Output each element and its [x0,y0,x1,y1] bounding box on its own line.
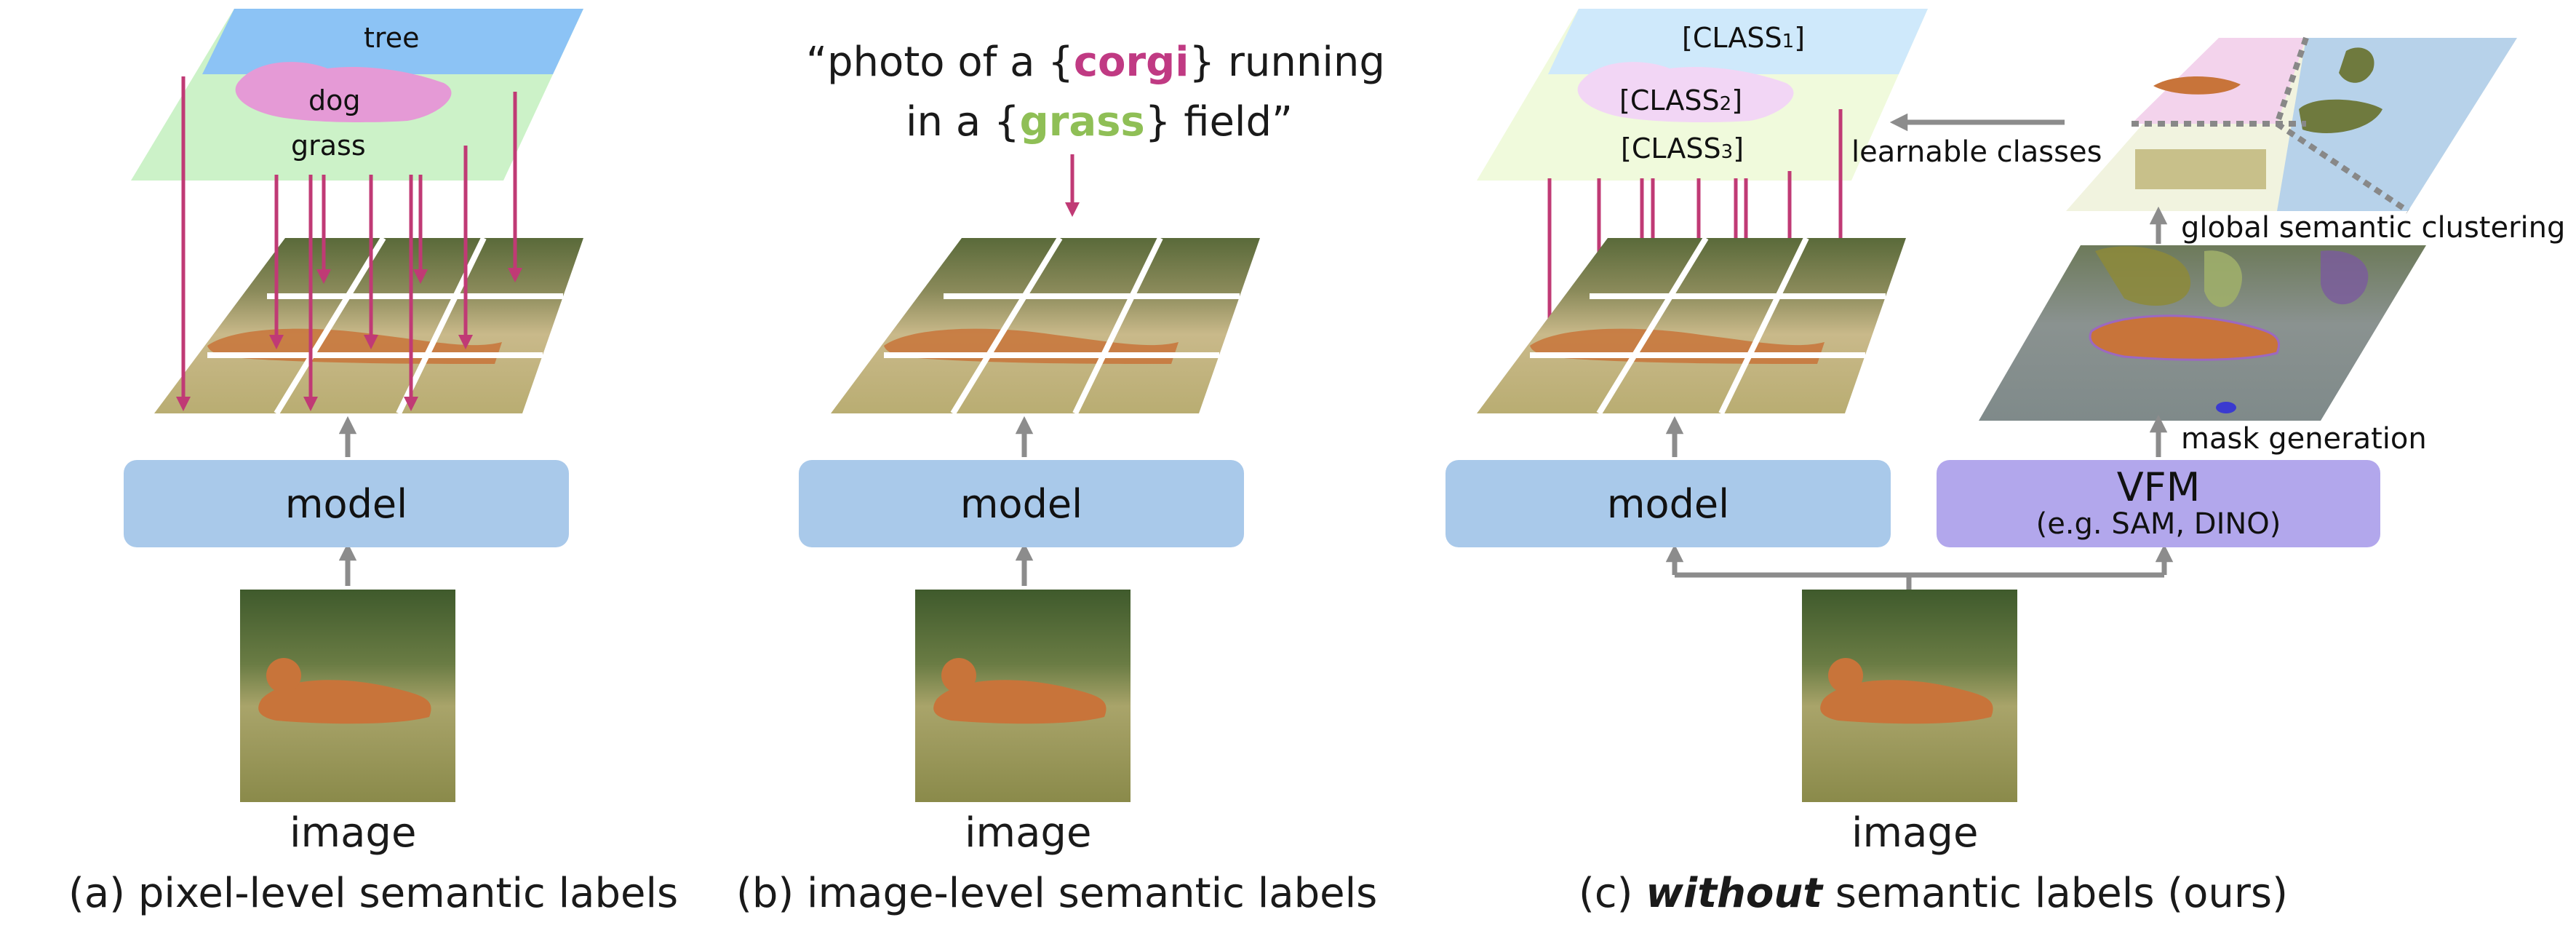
class-label-1: [CLASS1] [1682,22,1805,54]
model-label-b: model [960,480,1083,527]
cluster-plane [2066,36,2517,214]
pixel-label-arrows [176,76,522,411]
class-bracket: ] [1733,132,1744,164]
mask-generation-label: mask generation [2181,422,2427,456]
plane-label-grass: grass [291,130,366,162]
class-text: [CLASS [1621,132,1721,164]
class-bracket: ] [1794,22,1806,54]
input-image-c [1802,590,2017,802]
panel-c [1477,9,2517,802]
caption-part: (c) [1579,870,1646,917]
class-label-2: [CLASS2] [1619,84,1742,116]
class-plane [1477,9,1928,181]
model-box-c: model [1445,460,1891,547]
caption-b: (b) image-level semantic labels [736,870,1378,917]
mask-plane [1979,245,2426,421]
class-bracket: ] [1731,84,1743,116]
prompt-word-grass: grass [1019,98,1145,146]
model-label-a: model [284,480,408,527]
model-label-c: model [1606,480,1730,527]
class-subscript: 1 [1782,31,1795,52]
class-subscript: 2 [1719,93,1732,115]
caption-emphasis: without [1646,870,1822,917]
vfm-examples: (e.g. SAM, DINO) [2035,507,2281,541]
model-box-b: model [799,460,1244,547]
model-box-a: model [124,460,569,547]
prompt-word-corgi: corgi [1073,39,1189,86]
plane-label-dog: dog [308,84,361,116]
image-label-c: image [1851,809,1979,857]
patch-grid-b [831,236,1260,416]
class-text: [CLASS [1682,22,1782,54]
caption-part: semantic labels (ours) [1822,870,2288,917]
learnable-classes-label: learnable classes [1851,135,2102,169]
vfm-box: VFM (e.g. SAM, DINO) [1937,460,2380,547]
input-image-a [240,590,455,802]
prompt-text-line2: in a {grass} field” [906,96,1293,148]
class-text: [CLASS [1619,84,1720,116]
input-image-b [915,590,1131,802]
prompt-part: } field” [1144,98,1293,146]
image-label-b: image [965,809,1092,857]
prompt-part: “photo of a { [806,39,1074,86]
panel-a [131,9,583,802]
panel-b [831,154,1260,802]
prompt-part: } running [1189,39,1385,86]
class-label-3: [CLASS3] [1621,132,1744,164]
vfm-title: VFM [2116,464,2201,510]
global-clustering-label: global semantic clustering [2181,211,2566,245]
label-plane-a [131,9,583,181]
split-arrows [1665,544,2174,591]
image-label-a: image [290,809,417,857]
plane-label-tree: tree [364,22,420,54]
patch-grid-a [154,236,583,416]
caption-a: (a) pixel-level semantic labels [68,870,679,917]
prompt-part: in a { [906,98,1020,146]
caption-c: (c) without semantic labels (ours) [1579,870,2288,917]
patch-grid-c [1477,236,1906,416]
class-subscript: 3 [1720,141,1734,163]
flow-arrows-c [1665,206,2168,457]
prompt-text-line1: “photo of a {corgi} running [806,36,1385,89]
